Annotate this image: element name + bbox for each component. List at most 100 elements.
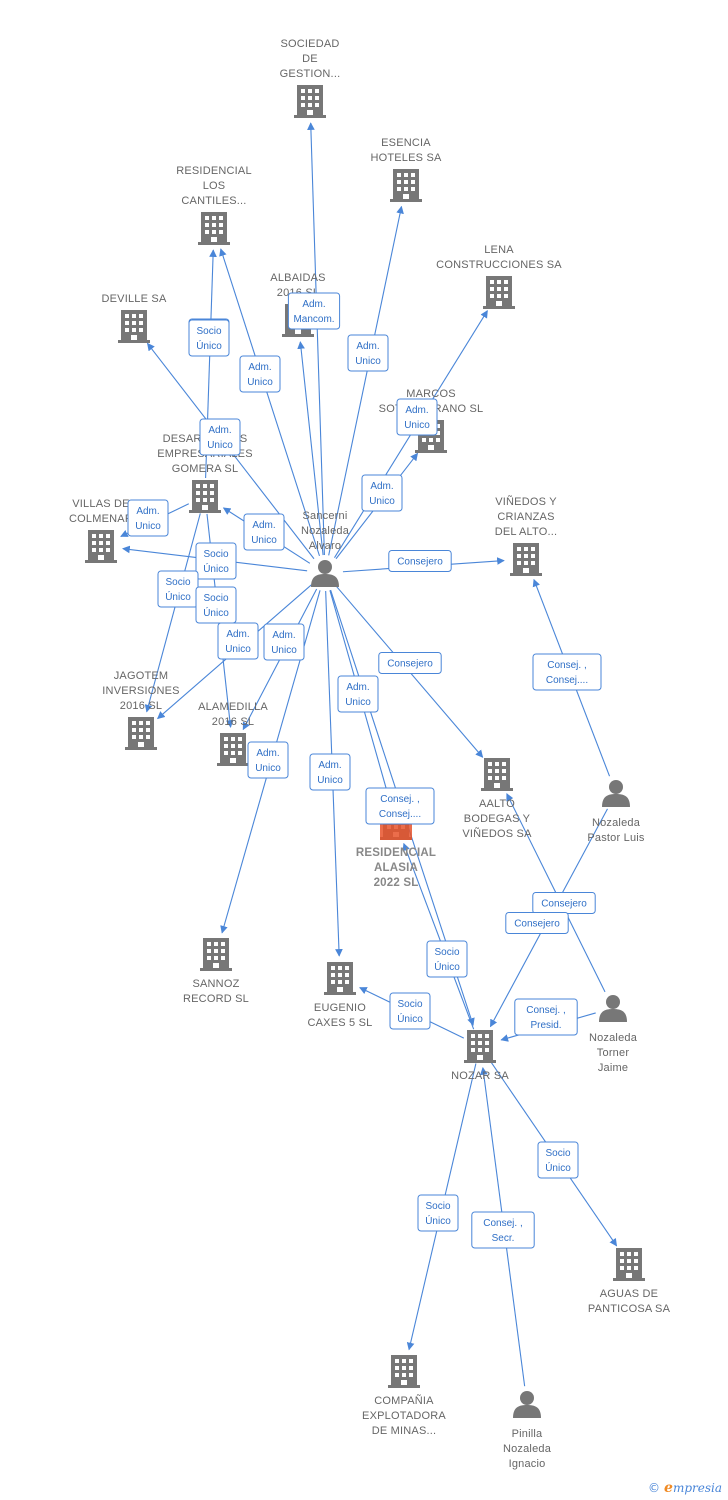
edge-label-text: Presid. bbox=[530, 1020, 561, 1031]
edge-label-text: Consej. , bbox=[380, 794, 419, 805]
edge-label-text: Unico bbox=[247, 377, 273, 388]
edge-nozar-residencial_alasia bbox=[402, 842, 475, 1030]
edge-label-sancerni-albaidas[interactable]: Adm.Unico bbox=[239, 355, 281, 393]
edge-label-text: Socio bbox=[545, 1148, 570, 1159]
edge-label-sancerni-residencial_alasia[interactable]: Adm.Unico bbox=[337, 675, 379, 713]
building-icon[interactable] bbox=[189, 480, 221, 513]
building-icon[interactable] bbox=[198, 212, 230, 245]
edge-label-sancerni-aalto[interactable]: Consejero bbox=[378, 652, 442, 674]
building-icon[interactable] bbox=[200, 938, 232, 971]
edge-label-pastor-nozar[interactable]: Consejero bbox=[532, 892, 596, 914]
edge-label-sancerni-sociedad[interactable]: Adm.Mancom. bbox=[287, 292, 341, 330]
edge-label-sancerni-eugenio[interactable]: Adm.Unico bbox=[309, 753, 351, 791]
edge-label-box bbox=[199, 418, 241, 456]
building-icon[interactable] bbox=[464, 1030, 496, 1063]
node-label: HOTELES SA bbox=[370, 152, 442, 164]
person-icon[interactable] bbox=[513, 1391, 541, 1418]
node-label: ALAMEDILLA bbox=[198, 701, 268, 713]
node-label: VIÑEDOS Y bbox=[495, 495, 557, 508]
edge-label-box bbox=[365, 787, 435, 825]
edge-label-box bbox=[239, 355, 281, 393]
edge-label-text: Unico bbox=[135, 521, 161, 532]
edge-label-text: Unico bbox=[355, 356, 381, 367]
building-icon[interactable] bbox=[388, 1355, 420, 1388]
edge-label-sancerni-marcos[interactable]: Adm.Unico bbox=[396, 398, 438, 436]
edge-label-sancerni-deville[interactable]: Adm.Unico bbox=[243, 513, 285, 551]
edge-label-text: Único bbox=[203, 606, 229, 619]
edge-label-sancerni-jagotem[interactable]: Adm.Unico bbox=[217, 622, 259, 660]
edge-label-box bbox=[247, 741, 289, 779]
node-esencia[interactable]: ESENCIA HOTELES SA bbox=[370, 137, 442, 202]
building-icon[interactable] bbox=[613, 1248, 645, 1281]
building-icon[interactable] bbox=[125, 717, 157, 750]
edge-label-text: Unico bbox=[207, 440, 233, 451]
building-icon[interactable] bbox=[217, 733, 249, 766]
building-icon[interactable] bbox=[294, 85, 326, 118]
person-icon[interactable] bbox=[602, 780, 630, 807]
node-label: DEVILLE SA bbox=[102, 293, 167, 305]
edge-sancerni-albaidas bbox=[297, 341, 324, 556]
edge-label-pastor-vinedos[interactable]: Consej. ,Consej.... bbox=[532, 653, 602, 691]
edge-label-torner-aalto[interactable]: Consejero bbox=[505, 912, 569, 934]
building-icon[interactable] bbox=[118, 310, 150, 343]
node-label: CANTILES... bbox=[181, 195, 246, 207]
building-icon[interactable] bbox=[85, 530, 117, 563]
edge-label-sancerni-lena[interactable]: Adm.Unico bbox=[361, 474, 403, 512]
node-label: VILLAS DE bbox=[72, 498, 129, 510]
edge-label-text: Unico bbox=[251, 535, 277, 546]
edge-label-text: Socio bbox=[203, 593, 228, 604]
edge-label-box bbox=[514, 998, 578, 1036]
node-sociedad[interactable]: SOCIEDADDEGESTION... bbox=[280, 38, 341, 118]
edge-label-sancerni-esencia[interactable]: Adm.Unico bbox=[347, 334, 389, 372]
building-icon[interactable] bbox=[510, 543, 542, 576]
edge-label-box bbox=[309, 753, 351, 791]
node-nozar[interactable]: NOZAR SA bbox=[451, 1030, 509, 1082]
node-label: ESENCIA bbox=[381, 137, 431, 149]
edge-label-sancerni-desarrollos[interactable]: Adm.Unico bbox=[199, 418, 241, 456]
building-icon[interactable] bbox=[483, 276, 515, 309]
edge-label-torner-nozar[interactable]: Consej. ,Presid. bbox=[514, 998, 578, 1036]
node-residencial_cantiles[interactable]: RESIDENCIALLOSCANTILES... bbox=[176, 165, 252, 245]
building-icon[interactable] bbox=[481, 758, 513, 791]
node-label: LENA bbox=[484, 244, 514, 256]
edge-label-sancerni-sannoz[interactable]: Adm.Unico bbox=[247, 741, 289, 779]
node-label: INVERSIONES bbox=[102, 685, 179, 697]
copyright-icon: © bbox=[648, 1481, 661, 1495]
building-icon[interactable] bbox=[390, 169, 422, 202]
node-label: Sancerni bbox=[302, 510, 347, 522]
edge-label-sancerni-villas[interactable]: Adm.Unico bbox=[127, 499, 169, 537]
node-deville[interactable]: DEVILLE SA bbox=[102, 293, 167, 343]
person-icon[interactable] bbox=[599, 995, 627, 1022]
person-icon[interactable] bbox=[311, 560, 339, 587]
edge-label-text: Consejero bbox=[397, 557, 443, 568]
edge-label-text: Unico bbox=[255, 763, 281, 774]
building-icon[interactable] bbox=[324, 962, 356, 995]
edge-label-sancerni-nozar[interactable]: Consej. ,Consej.... bbox=[365, 787, 435, 825]
edge-label-sancerni-vinedos[interactable]: Consejero bbox=[388, 550, 452, 572]
edge-label-pinilla-nozar[interactable]: Consej. ,Secr. bbox=[471, 1211, 535, 1249]
edge-label-sancerni-alamedilla[interactable]: Adm.Unico bbox=[263, 623, 305, 661]
edge-label-text: Unico bbox=[345, 697, 371, 708]
